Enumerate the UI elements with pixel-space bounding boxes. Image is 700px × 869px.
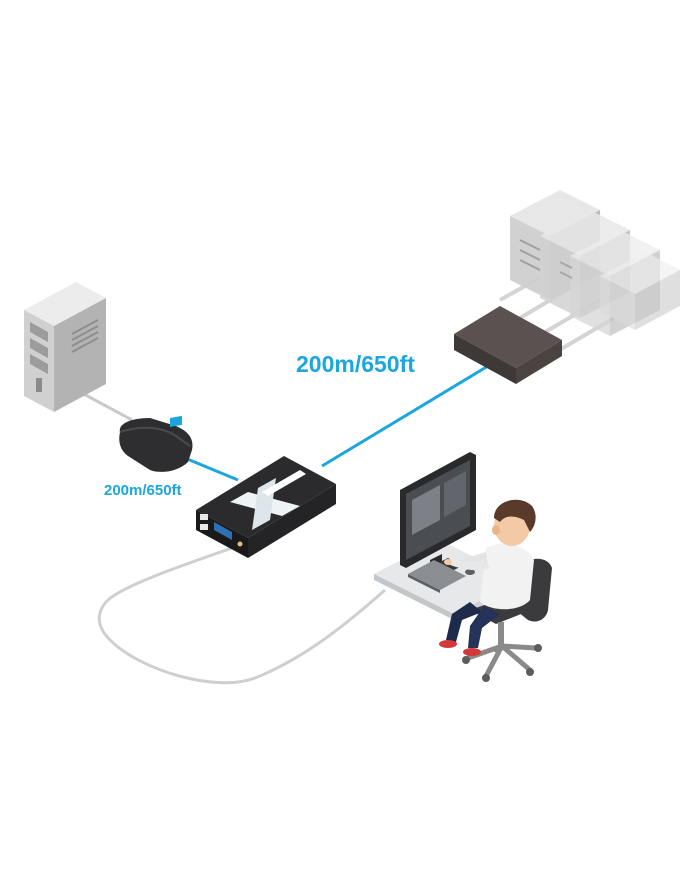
cable-receiver-to-desk [97,544,386,685]
kvm-switch-icon [454,306,562,384]
mouse-icon [465,569,475,575]
link-distance-label-short: 200m/650ft [104,482,182,499]
user-person-icon [439,499,536,656]
kvm-transmitter-dongle-icon [119,415,193,472]
server-rack-cluster-icon [510,190,680,336]
link-distance-label-long: 200m/650ft [296,351,415,377]
cable-server-to-dongle [79,390,133,422]
cable-receiver-to-switch [321,361,494,468]
server-tower-icon [24,282,106,412]
keyboard-icon [408,560,466,593]
kvm-receiver-icon [196,456,336,558]
cable-dongle-to-receiver [179,454,239,482]
